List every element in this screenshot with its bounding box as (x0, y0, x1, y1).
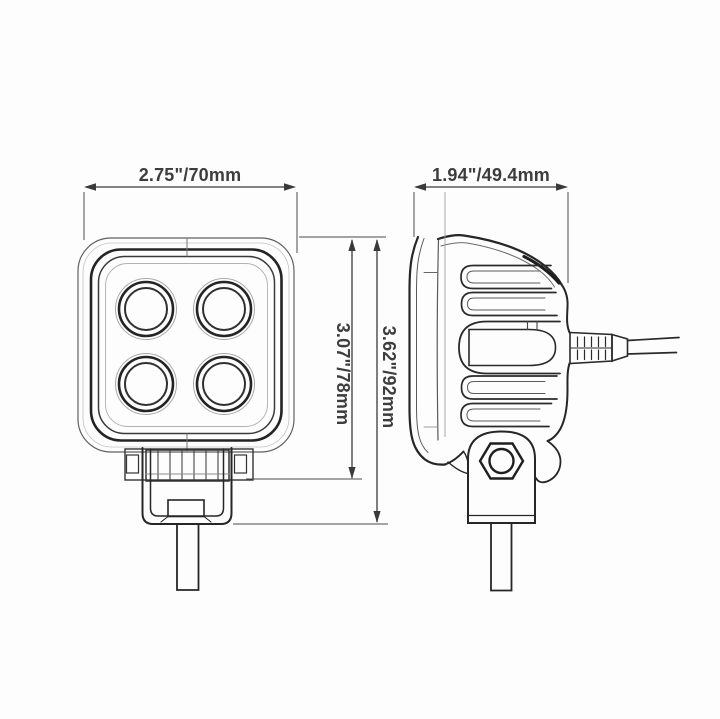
led-lens-bottom-left (115, 353, 177, 415)
dimension-front-width: 2.75"/70mm (83, 165, 298, 253)
dimension-overall-height: 3.62"/92mm (233, 239, 399, 525)
led-lens-bottom-right (193, 353, 255, 415)
dimension-side-depth: 1.94"/49.4mm (413, 165, 569, 437)
front-width-label: 2.75"/70mm (139, 165, 242, 185)
arrowhead-left (414, 183, 426, 191)
dimension-housing-height: 3.07"/78mm (246, 236, 386, 480)
front-view (77, 237, 295, 591)
led-lens-top-right (193, 278, 255, 340)
cable-gland (569, 331, 680, 365)
housing-height-label: 3.07"/78mm (333, 323, 353, 426)
side-rear-bracket-wing (535, 440, 562, 484)
arrowhead-down (348, 467, 356, 479)
side-housing-top (436, 234, 563, 288)
front-heatsink-fins (124, 448, 254, 482)
arrowhead-left (84, 183, 96, 191)
arrowhead-down (373, 511, 381, 523)
front-bolt-block (167, 499, 205, 518)
side-depth-label: 1.94"/49.4mm (432, 165, 550, 185)
led-lens-top-left (115, 278, 177, 340)
arrowhead-up (348, 239, 356, 251)
power-cable (626, 336, 680, 342)
arrowhead-up (373, 239, 381, 251)
front-housing (77, 237, 295, 453)
front-mounting-bracket (141, 447, 233, 525)
side-housing-back (444, 283, 571, 484)
side-lens-band (408, 235, 447, 466)
hex-bolt (478, 442, 525, 480)
overall-height-label: 3.62"/92mm (379, 326, 399, 429)
front-mounting-stem (176, 523, 200, 591)
side-mounting-stem (490, 522, 513, 592)
side-center-channel (458, 320, 561, 375)
arrowhead-right (284, 183, 296, 191)
side-mounting-bracket (467, 430, 536, 524)
side-heatsink-fins (460, 264, 558, 428)
side-view (408, 234, 680, 592)
arrowhead-right (556, 183, 568, 191)
